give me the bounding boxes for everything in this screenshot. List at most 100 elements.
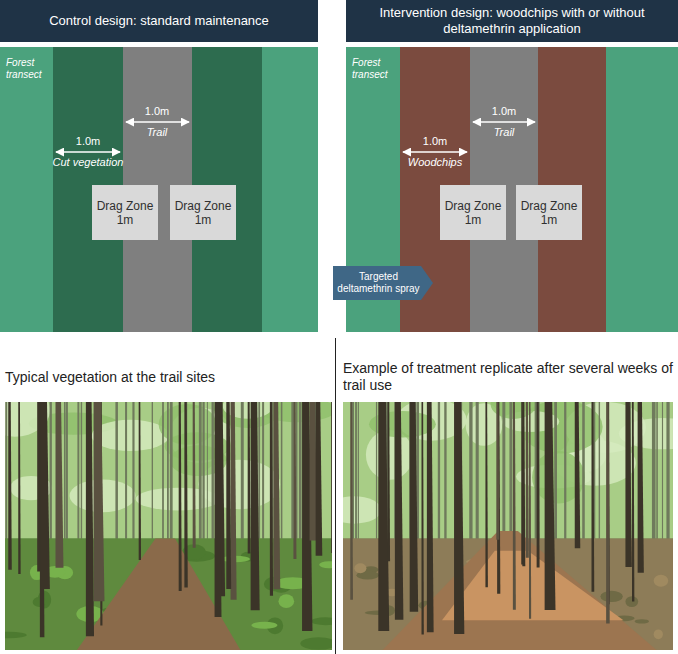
tree-trunk [485,402,487,587]
tree-trunk [575,402,581,548]
forest-photo [5,402,332,650]
tree-trunk [591,402,594,592]
header-text: Control design: standard maintenance [49,13,269,29]
tree-trunk [226,402,231,589]
distant-trunk [116,402,117,551]
tree-trunk [40,402,50,589]
tree-trunk [331,402,332,553]
forest-floor [5,538,332,650]
distant-trunk [352,402,354,551]
tree-trunk [270,402,273,596]
photo-caption: Typical vegetation at the trail sites [5,369,330,386]
leaf-litter [635,619,649,623]
leaf-litter [600,591,622,602]
tree-trunk [529,402,531,619]
drag-zone-box: Drag Zone 1m [92,185,158,240]
distant-trunk [438,402,440,551]
tree-trunk [513,402,516,610]
distant-trunk [471,402,473,551]
tree-trunk [86,402,94,636]
region-label: Forest transect [6,57,54,81]
tree-trunk [410,402,419,612]
distant-trunk [152,402,153,551]
foliage [92,420,169,451]
undergrowth [5,632,27,639]
dimension-label: 1.0m [395,135,475,148]
tree-trunk [350,402,353,600]
tree-trunk [55,402,63,568]
tree-trunk [522,402,525,566]
distant-trunk [299,402,302,551]
leaf-litter [654,575,669,587]
distant-trunk [241,402,244,551]
distant-trunk [64,402,65,551]
zone-label: Drag Zone 1m [173,199,233,227]
distant-trunk [81,402,82,551]
distant-trunk [554,402,557,551]
plan-panel: Forest transectDrag Zone 1m Drag Zone 1m [0,47,318,332]
tree-trunk [388,402,391,561]
tree-trunk [139,402,141,560]
canopy [343,402,673,538]
tree-trunk [193,402,196,548]
distant-trunk [599,402,600,551]
leaf-litter [654,629,663,639]
distant-trunk [291,402,293,551]
foliage [343,496,381,523]
tree-trunk [395,402,404,620]
distant-trunk [444,402,446,551]
distant-trunk [162,402,164,551]
design-header: Control design: standard maintenance [0,0,318,42]
distant-trunk [115,402,117,551]
distant-trunk [509,402,512,551]
woodchip-trail-photo [343,402,673,650]
drag-zone-box: Drag Zone 1m [440,185,506,240]
distant-trunk [262,402,264,551]
dimension-label: 1.0m [464,105,544,118]
distant-trunk [564,402,566,551]
distant-trunk [653,402,655,551]
dimension-arrow [126,121,189,123]
tree-trunk [273,402,280,589]
dimension-arrow [403,151,467,153]
header-text: Intervention design: woodchips with or w… [354,5,670,37]
forest-band [0,47,318,332]
distant-trunk [199,402,202,551]
zone-label: Drag Zone 1m [443,199,503,227]
distant-trunk [668,402,670,551]
photo-caption: Example of treatment replicate after sev… [343,360,673,394]
tree-trunk [184,402,187,587]
distant-trunk [662,402,663,551]
dimension-label: 1.0m [117,105,197,118]
leaf-litter [625,596,638,607]
distant-trunk [582,402,585,551]
tree-trunk [673,402,674,589]
distant-trunk [281,402,283,551]
tree-trunk [179,402,182,591]
arrow-outline [333,266,433,300]
distant-trunk [476,402,478,551]
tree-trunk [632,402,634,602]
tree-trunk [215,402,222,617]
control-plan [0,47,318,332]
tree-trunk [537,402,540,567]
design-header: Intervention design: woodchips with or w… [346,0,678,42]
distant-trunk [656,402,658,551]
distant-trunk [355,402,357,551]
distant-trunk [77,402,79,551]
distant-trunk [50,402,52,551]
tree-trunk [638,402,644,573]
woodchips [442,551,624,620]
tree-trunk [18,402,20,574]
leaf-litter [354,563,366,573]
tree-trunk [8,402,12,570]
tree-trunk [454,402,464,634]
band-label: Trail [117,126,197,139]
tree-trunk [427,402,434,632]
dimension-arrow [56,151,120,153]
undergrowth [278,594,294,608]
distant-trunk [376,402,377,551]
distant-trunk [212,402,214,551]
tree-trunk [606,402,610,624]
